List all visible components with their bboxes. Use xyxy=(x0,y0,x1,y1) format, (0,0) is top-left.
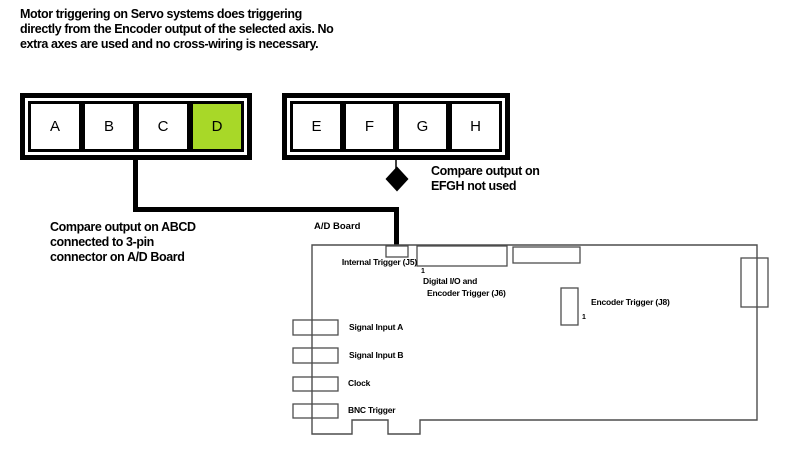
intro-line-1: Motor triggering on Servo systems does t… xyxy=(20,7,302,21)
j6-label-line-1: Digital I/O and xyxy=(423,276,478,286)
efgh-note: Compare output on EFGH not used xyxy=(431,164,540,194)
efgh-note-line-1: Compare output on xyxy=(431,164,540,178)
bnc-bnc-trigger xyxy=(292,403,339,419)
axis-cell-c: C xyxy=(136,101,190,152)
bracket-connector xyxy=(740,257,769,308)
axis-group-efgh: E F G H xyxy=(282,93,510,160)
abcd-note-line-3: connector on A/D Board xyxy=(50,250,185,264)
digital-io-j6-connector xyxy=(416,245,508,267)
ad-board-outline xyxy=(311,244,758,435)
bnc-signal-input-a xyxy=(292,319,339,336)
signal-input-b-label: Signal Input B xyxy=(349,350,404,360)
axis-group-abcd: A B C D xyxy=(20,93,252,160)
axis-cell-g: G xyxy=(396,101,449,152)
bnc-clock xyxy=(292,376,339,392)
internal-trigger-label: Internal Trigger (J5) xyxy=(341,257,417,267)
axis-cell-a: A xyxy=(28,101,82,152)
efgh-diamond-marker xyxy=(385,166,409,192)
abcd-to-j5-wire xyxy=(133,156,399,250)
intro-line-2: directly from the Encoder output of the … xyxy=(20,22,334,36)
efgh-note-line-2: EFGH not used xyxy=(431,179,517,193)
j8-pin1-label: 1 xyxy=(582,314,586,321)
abcd-note-line-1: Compare output on ABCD xyxy=(50,220,196,234)
bnc-trigger-label: BNC Trigger xyxy=(348,405,396,415)
clock-label: Clock xyxy=(348,378,371,388)
j6-pin1-label: 1 xyxy=(421,268,425,275)
axis-cell-b: B xyxy=(82,101,136,152)
internal-trigger-j5-connector xyxy=(385,245,409,258)
bnc-signal-input-b xyxy=(292,347,339,364)
intro-line-3: extra axes are used and no cross-wiring … xyxy=(20,37,319,51)
axis-cell-d-highlighted: D xyxy=(190,101,244,152)
axis-cell-f: F xyxy=(343,101,396,152)
abcd-note: Compare output on ABCD connected to 3-pi… xyxy=(50,220,196,265)
j8-label: Encoder Trigger (J8) xyxy=(591,297,670,307)
abcd-note-line-2: connected to 3-pin xyxy=(50,235,154,249)
encoder-trigger-j8-connector xyxy=(560,287,579,326)
ad-board-title: A/D Board xyxy=(314,221,361,232)
top-connector-2 xyxy=(512,246,581,264)
j6-label-line-2: Encoder Trigger (J6) xyxy=(427,288,506,298)
axis-cell-e: E xyxy=(290,101,343,152)
axis-cell-h: H xyxy=(449,101,502,152)
intro-paragraph: Motor triggering on Servo systems does t… xyxy=(20,7,334,52)
signal-input-a-label: Signal Input A xyxy=(349,322,404,332)
